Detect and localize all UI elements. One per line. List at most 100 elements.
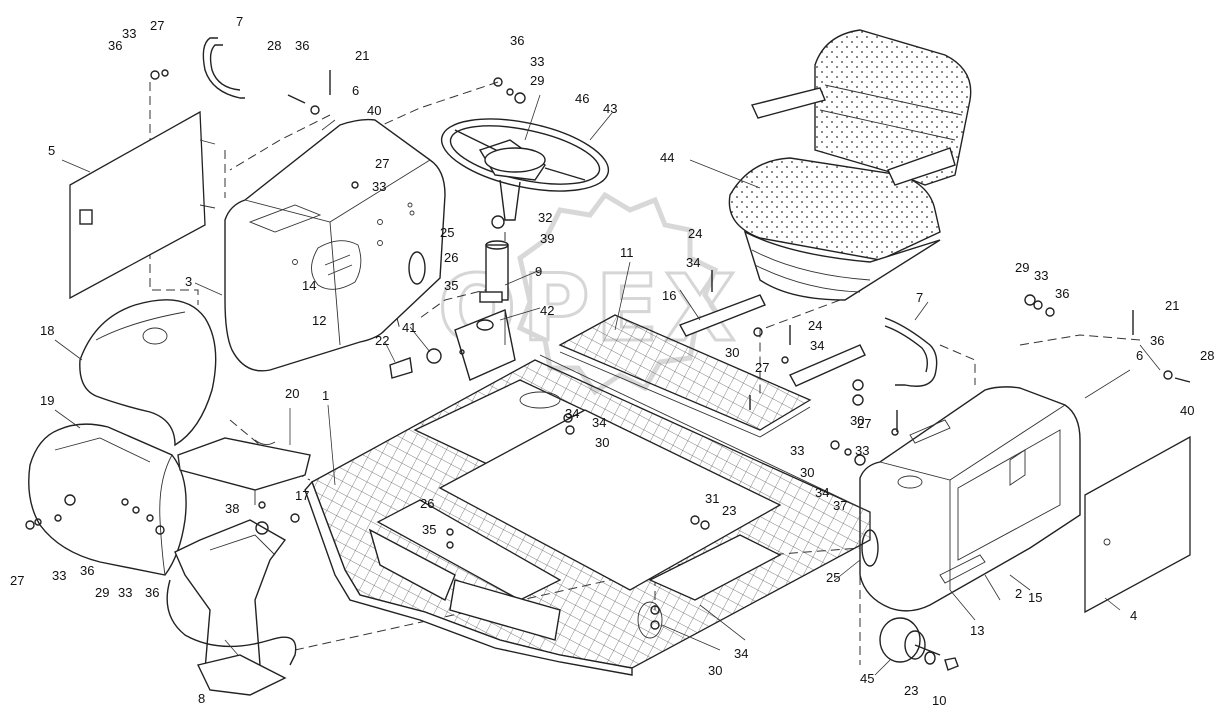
label-18: 18 bbox=[40, 323, 54, 338]
label-26-bottom: 26 bbox=[420, 496, 434, 511]
label-30-right: 30 bbox=[850, 413, 864, 428]
label-11: 11 bbox=[620, 245, 634, 260]
label-35-top: 35 bbox=[444, 278, 458, 293]
label-24-top: 24 bbox=[688, 226, 702, 241]
label-39: 39 bbox=[540, 231, 554, 246]
part-2-housing bbox=[859, 386, 1081, 612]
label-30-seat: 30 bbox=[725, 345, 739, 360]
label-23-floor: 23 bbox=[722, 503, 736, 518]
label-25-right: 25 bbox=[826, 570, 840, 585]
label-36-farright: 36 bbox=[1150, 333, 1164, 348]
part-4-side-plate bbox=[1084, 435, 1191, 614]
part-19-cylinder-cover bbox=[28, 423, 187, 576]
label-34-seat: 34 bbox=[810, 338, 824, 353]
label-36-topleft: 36 bbox=[108, 38, 122, 53]
label-30-housing: 30 bbox=[800, 465, 814, 480]
label-14: 14 bbox=[302, 278, 316, 293]
label-4: 4 bbox=[1130, 608, 1137, 623]
label-22: 22 bbox=[375, 333, 389, 348]
label-7-right: 7 bbox=[916, 290, 923, 305]
label-15: 15 bbox=[1028, 590, 1042, 605]
part-8-bracket bbox=[166, 519, 297, 696]
label-33-right: 33 bbox=[1034, 268, 1048, 283]
label-37: 37 bbox=[833, 498, 847, 513]
label-33-bottomleft: 33 bbox=[52, 568, 66, 583]
label-36-bottom: 36 bbox=[145, 585, 159, 600]
label-34-extra: 34 bbox=[565, 406, 579, 421]
label-28-left: 28 bbox=[267, 38, 281, 53]
label-34-bottom: 34 bbox=[734, 646, 748, 661]
label-33-housing-right: 33 bbox=[855, 443, 869, 458]
label-46: 46 bbox=[575, 91, 589, 106]
label-33-housing: 33 bbox=[372, 179, 386, 194]
label-27-topleft: 27 bbox=[150, 18, 164, 33]
label-25-left: 25 bbox=[440, 225, 454, 240]
label-27-housing: 27 bbox=[375, 156, 389, 171]
label-40-left: 40 bbox=[367, 103, 381, 118]
label-33-topleft: 33 bbox=[122, 26, 136, 41]
label-3: 3 bbox=[185, 274, 192, 289]
label-42: 42 bbox=[540, 303, 554, 318]
label-31: 31 bbox=[705, 491, 719, 506]
label-6-left: 6 bbox=[352, 83, 359, 98]
label-33-bottom: 33 bbox=[118, 585, 132, 600]
label-23-damper: 23 bbox=[904, 683, 918, 698]
label-8: 8 bbox=[198, 691, 205, 706]
label-35-bottom: 35 bbox=[422, 522, 436, 537]
label-29-right: 29 bbox=[1015, 260, 1029, 275]
part-9-column bbox=[389, 240, 516, 381]
label-34-top: 34 bbox=[686, 255, 700, 270]
label-29-top: 29 bbox=[530, 73, 544, 88]
label-17: 17 bbox=[295, 488, 309, 503]
label-6-right: 6 bbox=[1136, 348, 1143, 363]
label-16: 16 bbox=[662, 288, 676, 303]
label-44: 44 bbox=[660, 150, 674, 165]
part-3-housing bbox=[224, 118, 446, 372]
label-5: 5 bbox=[48, 143, 55, 158]
label-1: 1 bbox=[322, 388, 329, 403]
label-28-right: 28 bbox=[1200, 348, 1214, 363]
label-10: 10 bbox=[932, 693, 946, 708]
label-36-top: 36 bbox=[295, 38, 309, 53]
part-16-seat-rail bbox=[678, 294, 866, 387]
label-30-bottom: 30 bbox=[708, 663, 722, 678]
part-7-handles bbox=[202, 37, 938, 387]
label-7-left: 7 bbox=[236, 14, 243, 29]
label-38: 38 bbox=[225, 501, 239, 516]
label-21-right: 21 bbox=[1165, 298, 1179, 313]
label-43: 43 bbox=[603, 101, 617, 116]
leader-lines bbox=[54, 94, 1161, 676]
label-32: 32 bbox=[538, 210, 552, 225]
part-1-floor bbox=[304, 354, 871, 676]
label-27-right: 27 bbox=[857, 416, 871, 431]
label-21-left: 21 bbox=[355, 48, 369, 63]
label-26-top: 26 bbox=[444, 250, 458, 265]
label-36-topcenter: 36 bbox=[510, 33, 524, 48]
label-27-bottomleft: 27 bbox=[10, 573, 24, 588]
label-41: 41 bbox=[402, 320, 416, 335]
label-27-seat: 27 bbox=[755, 360, 769, 375]
part-44-seat bbox=[728, 29, 972, 301]
label-2: 2 bbox=[1015, 586, 1022, 601]
label-33-top: 33 bbox=[530, 54, 544, 69]
part-20-cover bbox=[177, 437, 311, 505]
label-36-bottomleft: 36 bbox=[80, 563, 94, 578]
label-9: 9 bbox=[535, 264, 542, 279]
label-24-right: 24 bbox=[808, 318, 822, 333]
part-5-side-plate bbox=[69, 110, 216, 300]
fasteners bbox=[25, 69, 1191, 630]
part-11-seat-base bbox=[558, 314, 812, 438]
label-13: 13 bbox=[970, 623, 984, 638]
label-19: 19 bbox=[40, 393, 54, 408]
label-34-floor: 34 bbox=[592, 415, 606, 430]
label-33-seat: 33 bbox=[790, 443, 804, 458]
label-20: 20 bbox=[285, 386, 299, 401]
label-12: 12 bbox=[312, 313, 326, 328]
label-34-housing: 34 bbox=[815, 485, 829, 500]
part-18-guard bbox=[79, 299, 217, 447]
label-29-bottom: 29 bbox=[95, 585, 109, 600]
part-45-damper bbox=[879, 617, 959, 671]
label-40-right: 40 bbox=[1180, 403, 1194, 418]
